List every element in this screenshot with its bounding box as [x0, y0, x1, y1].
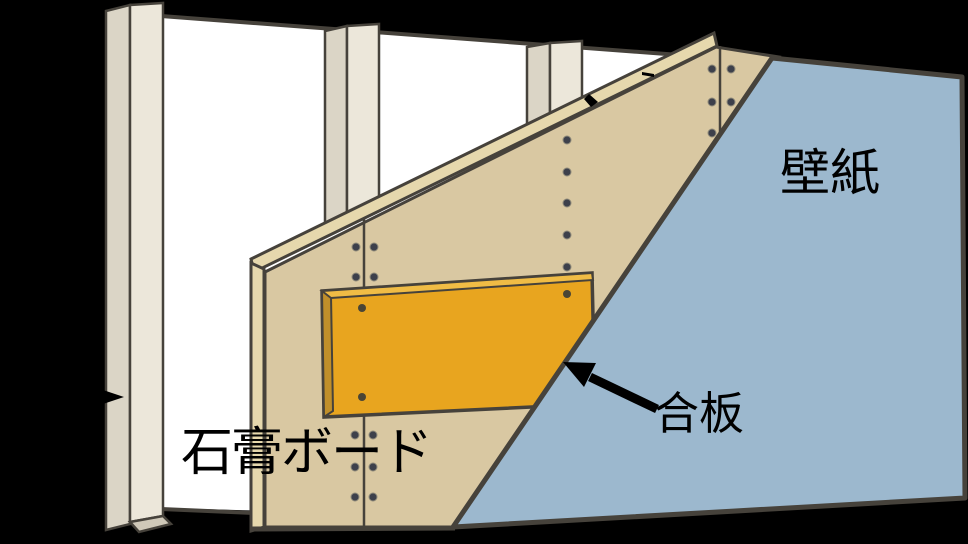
screw [358, 304, 366, 312]
stud-middle-front-face [345, 22, 381, 216]
back-panel-bottom-edge [160, 507, 255, 515]
gypsum-board-bottom-shadow [251, 525, 456, 532]
stud-left-side-face [104, 3, 132, 532]
plywood-label: 合板 [654, 387, 745, 440]
stud-arrowhead-icon [97, 388, 124, 406]
screw [369, 272, 379, 282]
stud-middle [323, 22, 381, 227]
screw [562, 230, 572, 240]
gypsum-board-left-edge-face [249, 260, 266, 534]
screw [563, 290, 571, 298]
screw [350, 492, 360, 502]
ink-dash-mark [642, 72, 654, 77]
screw [562, 262, 572, 272]
screw [351, 272, 361, 282]
stud-arrow-shaft [57, 395, 101, 416]
stud-arrow [57, 388, 124, 416]
screw [707, 128, 717, 138]
stud-right [525, 39, 584, 127]
wallpaper-sheet [450, 55, 968, 530]
screw [726, 64, 736, 74]
screw [358, 393, 366, 401]
plywood-top-edge-face [319, 271, 595, 300]
screw [726, 97, 736, 107]
plywood-panel [319, 271, 597, 419]
ink-speck-mark [584, 94, 598, 107]
screw [707, 97, 717, 107]
plywood-arrowhead-icon [563, 362, 596, 387]
wallpaper-label: 壁紙 [780, 144, 880, 202]
screw [562, 198, 572, 208]
screw [368, 492, 378, 502]
screw [350, 430, 360, 440]
back-panel-top-edge [160, 14, 707, 59]
stud-right-side-face [525, 41, 552, 127]
gypsum-board-label: 石膏ボード [181, 423, 433, 483]
plywood-left-edge-face [320, 289, 335, 419]
screw [369, 242, 379, 252]
plywood-arrow [563, 362, 659, 414]
screw [707, 64, 717, 74]
screw [368, 430, 378, 440]
screw [368, 462, 378, 472]
stud-left-bottom-face [127, 514, 174, 534]
plywood-arrow-shaft [588, 372, 659, 414]
stud-left [104, 1, 174, 534]
gypsum-screws [350, 64, 736, 502]
screw [562, 135, 572, 145]
ink-marks [584, 72, 654, 107]
stud-middle-side-face [323, 24, 349, 227]
screw [351, 242, 361, 252]
screw [562, 167, 572, 177]
screw [350, 462, 360, 472]
stud-left-front-face [128, 1, 165, 524]
